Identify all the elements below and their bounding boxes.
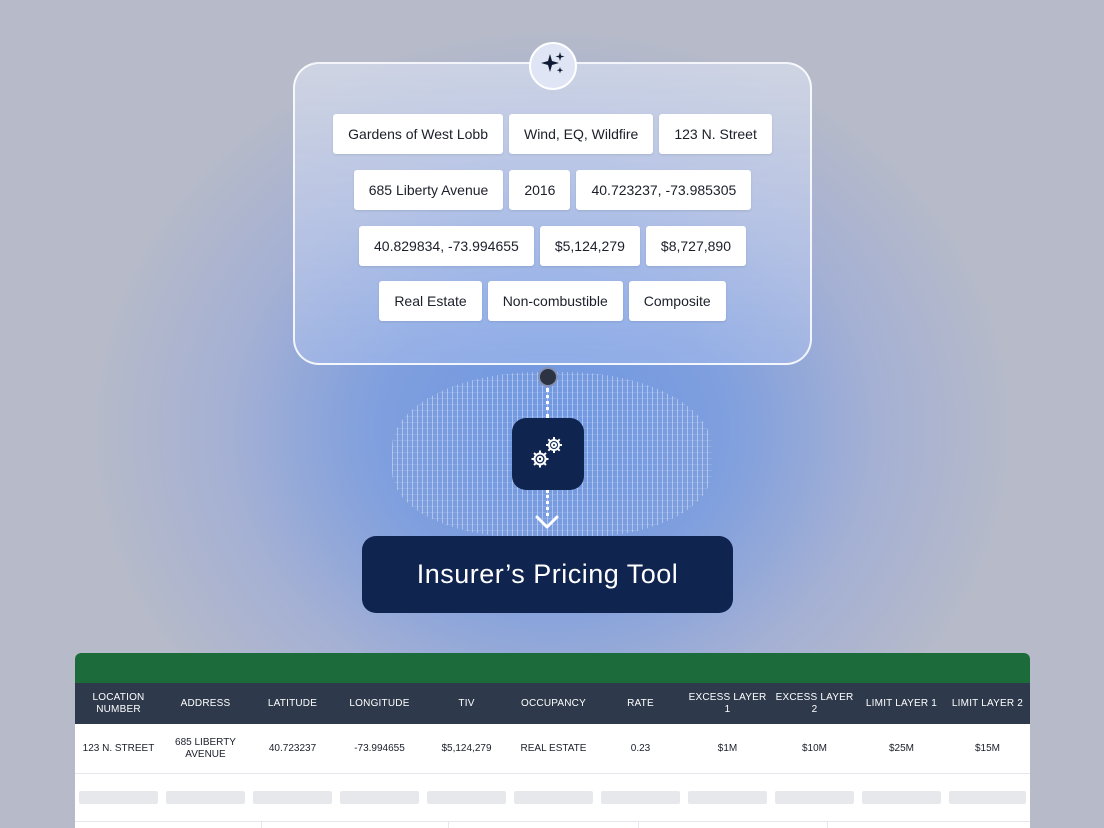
connector-line-top	[546, 388, 549, 418]
table-cell[interactable]: 0.23	[630, 742, 651, 754]
chip-value: $8,727,890	[645, 226, 746, 266]
table-cell[interactable]: $10M	[801, 742, 827, 754]
column-header: EXCESS LAYER 2	[775, 691, 854, 715]
chip-row-2: 685 Liberty Avenue 2016 40.723237, -73.9…	[293, 170, 812, 210]
column-header: LIMIT LAYER 1	[865, 697, 938, 709]
sparkles-badge	[529, 42, 577, 90]
column-header: ADDRESS	[180, 697, 231, 709]
table-cell[interactable]: 685 LIBERTY AVENUE	[175, 736, 236, 760]
spreadsheet-toolbar	[75, 653, 1030, 683]
chip-year: 2016	[509, 170, 571, 210]
chip-occupancy: Real Estate	[379, 281, 482, 321]
table-cell[interactable]: REAL ESTATE	[520, 742, 587, 754]
table-header: LOCATION NUMBER ADDRESS LATITUDE LONGITU…	[75, 683, 1030, 724]
column-header: RATE	[627, 697, 654, 709]
grid-line	[261, 822, 262, 828]
column-header: EXCESS LAYER 1	[688, 691, 767, 715]
chip-tiv: $5,124,279	[539, 226, 640, 266]
placeholder-cell	[253, 791, 332, 804]
pricing-spreadsheet: LOCATION NUMBER ADDRESS LATITUDE LONGITU…	[75, 653, 1030, 828]
grid-line	[827, 822, 828, 828]
chip-row-3: 40.829834, -73.994655 $5,124,279 $8,727,…	[293, 226, 812, 266]
placeholder-cell	[427, 791, 506, 804]
chip-coordinates-1: 40.723237, -73.985305	[576, 170, 752, 210]
table-row[interactable]: 123 N. STREET 685 LIBERTY AVENUE 40.7232…	[75, 724, 1030, 774]
placeholder-cell	[514, 791, 593, 804]
placeholder-cell	[775, 791, 854, 804]
placeholder-cell	[862, 791, 941, 804]
chevron-down-icon	[534, 512, 560, 532]
placeholder-cell	[340, 791, 419, 804]
sparkles-icon	[539, 50, 567, 83]
chip-address-2: 685 Liberty Avenue	[353, 170, 504, 210]
processing-box	[512, 418, 584, 490]
pricing-tool-button[interactable]: Insurer’s Pricing Tool	[362, 536, 733, 613]
table-cell[interactable]: $25M	[888, 742, 914, 754]
column-header: OCCUPANCY	[521, 697, 586, 709]
table-cell[interactable]: 40.723237	[268, 742, 317, 754]
placeholder-cell	[79, 791, 158, 804]
column-header: LATITUDE	[267, 697, 318, 709]
placeholder-cell	[688, 791, 767, 804]
chip-property-name: Gardens of West Lobb	[333, 114, 503, 154]
chip-perils: Wind, EQ, Wildfire	[508, 114, 654, 154]
connector-line-bottom	[546, 490, 549, 516]
placeholder-row-partial	[75, 821, 1030, 828]
table-cell[interactable]: $5,124,279	[441, 742, 492, 754]
table-cell[interactable]: $15M	[974, 742, 1000, 754]
table-cell[interactable]: $1M	[717, 742, 738, 754]
chip-address-1: 123 N. Street	[659, 114, 772, 154]
gears-icon	[526, 430, 570, 479]
connector-dot	[538, 367, 558, 387]
grid-line	[448, 822, 449, 828]
grid-line	[638, 822, 639, 828]
chip-roof: Composite	[628, 281, 726, 321]
column-header: LOCATION NUMBER	[92, 691, 145, 715]
placeholder-cell	[949, 791, 1026, 804]
chip-row-4: Real Estate Non-combustible Composite	[293, 281, 812, 321]
column-header: LONGITUDE	[349, 697, 410, 709]
chip-construction: Non-combustible	[487, 281, 623, 321]
placeholder-row	[75, 774, 1030, 821]
chip-row-1: Gardens of West Lobb Wind, EQ, Wildfire …	[293, 114, 812, 154]
table-cell[interactable]: -73.994655	[354, 742, 405, 754]
placeholder-cell	[166, 791, 245, 804]
table-cell[interactable]: 123 N. STREET	[82, 742, 155, 754]
chip-coordinates-2: 40.829834, -73.994655	[359, 226, 534, 266]
column-header: LIMIT LAYER 2	[951, 697, 1024, 709]
column-header: TIV	[458, 697, 475, 709]
placeholder-cell	[601, 791, 680, 804]
